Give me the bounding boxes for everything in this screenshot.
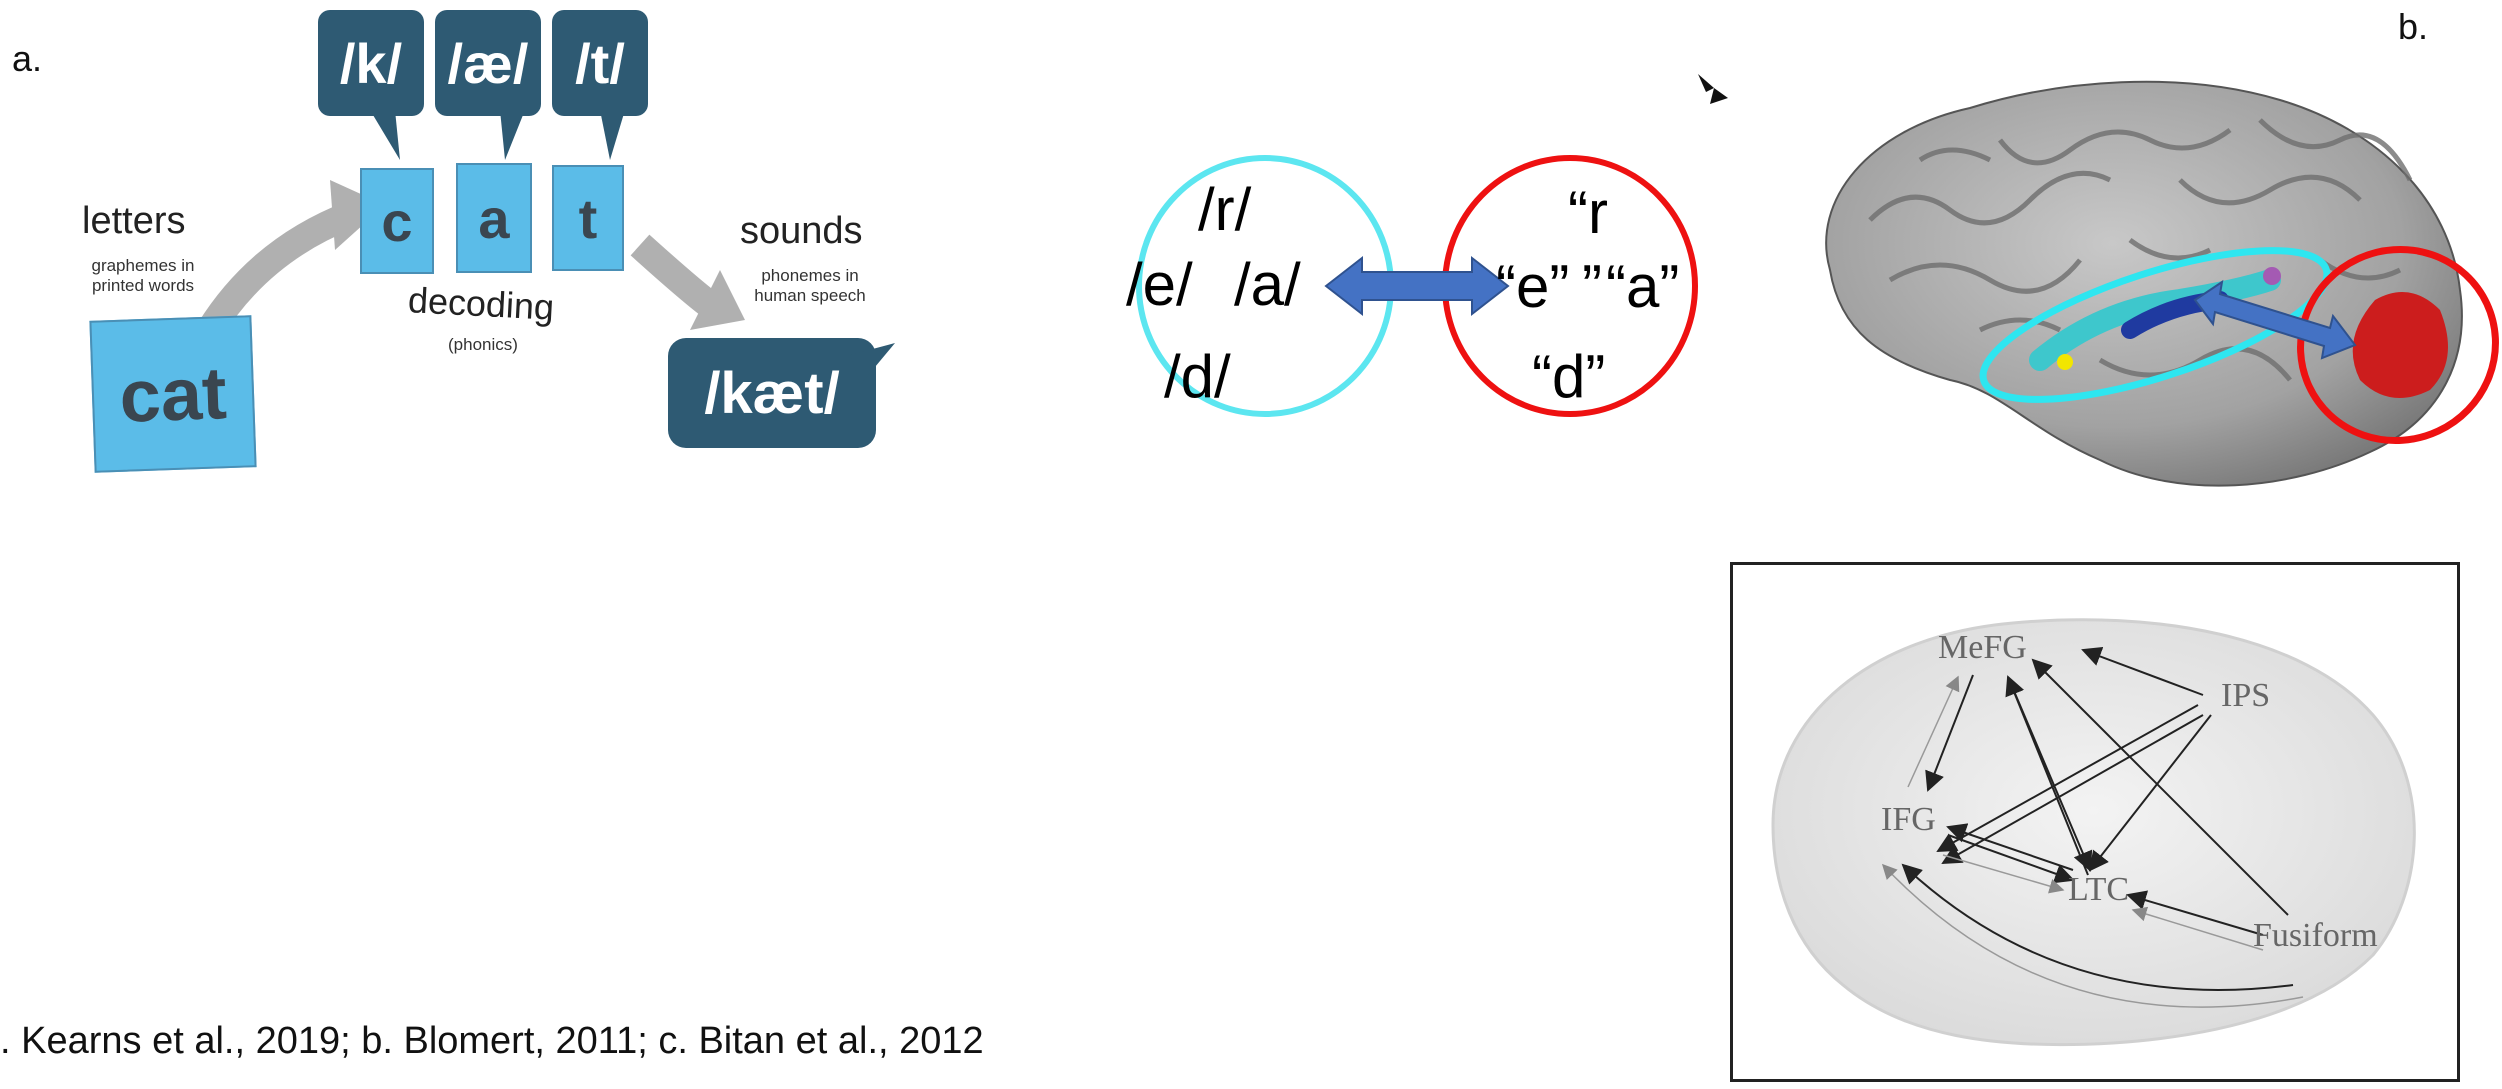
- phoneme-letter-graphic: [1136, 155, 1698, 417]
- node-mefg: MeFG: [1938, 629, 2027, 666]
- letter-r: “r: [1568, 179, 1608, 246]
- cyan-outline-ellipse: [1979, 247, 2331, 403]
- sound-bubble-tail: [850, 343, 895, 385]
- letters-subtitle: graphemes in printed words: [91, 256, 195, 295]
- purple-spot: [2263, 267, 2281, 285]
- brain-bidirectional-arrow: [2193, 279, 2357, 360]
- letter-tile-a: a: [456, 163, 532, 273]
- letters-to-tiles-arrow: [198, 201, 356, 338]
- phoneme-bubble-k: /k/: [318, 10, 424, 116]
- letter-d: “d”: [1532, 343, 1606, 410]
- letter-e: “e”: [1496, 253, 1570, 320]
- bidirectional-arrow: [1324, 255, 1510, 317]
- node-ips: IPS: [2221, 677, 2271, 714]
- network-diagram: [1771, 618, 2416, 1047]
- panel-label-a: a.: [12, 38, 43, 79]
- node-ifg: IFG: [1881, 801, 1936, 838]
- brain-illustration: [1825, 80, 2499, 487]
- letter-mark: ”: [1582, 253, 1602, 320]
- decoding-arrows: [198, 180, 745, 338]
- fusiform-red-region: [2352, 292, 2448, 398]
- panel-label-b: b.: [2398, 6, 2429, 47]
- phoneme-a: /a/: [1234, 251, 1301, 318]
- letter-tile-t: t: [552, 165, 624, 271]
- ghost-brain: [1771, 618, 2416, 1047]
- letter-tile-c: c: [360, 168, 434, 274]
- node-fusiform: Fusiform: [2253, 917, 2378, 954]
- phoneme-r: /r/: [1198, 176, 1252, 243]
- word-tile-cat: cat: [89, 315, 257, 473]
- node-ltc: LTC: [2068, 871, 2130, 908]
- decoding-title: decoding: [407, 279, 556, 328]
- phoneme-d: /d/: [1164, 343, 1231, 410]
- sound-bubble-kaet: /kæt/: [668, 338, 876, 448]
- phoneme-e: /e/: [1126, 251, 1193, 318]
- letter-a: “a”: [1606, 253, 1680, 320]
- sound-arrow-head: [690, 270, 745, 330]
- yellow-spot: [2057, 354, 2073, 370]
- network-arrows: [1901, 646, 2294, 991]
- network-arrows-weak: [1881, 675, 2304, 1008]
- letters-arrow-head: [330, 180, 385, 250]
- decoding-subtitle: (phonics): [448, 335, 518, 354]
- phoneme-bubble-ae: /æ/: [435, 10, 541, 116]
- brain-silhouette: [1825, 80, 2463, 487]
- red-outline-ellipse: [2297, 245, 2499, 445]
- citation-text: . Kearns et al., 2019; b. Blomert, 2011;…: [0, 1020, 984, 1062]
- phoneme-bubble-t: /t/: [552, 10, 648, 116]
- sounds-title: sounds: [740, 210, 863, 252]
- small-marker-icon: [1698, 74, 1728, 104]
- panel-c-frame: MeFG IPS IFG LTC Fusiform: [1730, 562, 2460, 1082]
- bubble-tails: [370, 110, 625, 160]
- tiles-to-sound-arrow: [630, 234, 719, 317]
- letters-title: letters: [82, 200, 186, 242]
- sounds-subtitle: phonemes in human speech: [754, 266, 866, 305]
